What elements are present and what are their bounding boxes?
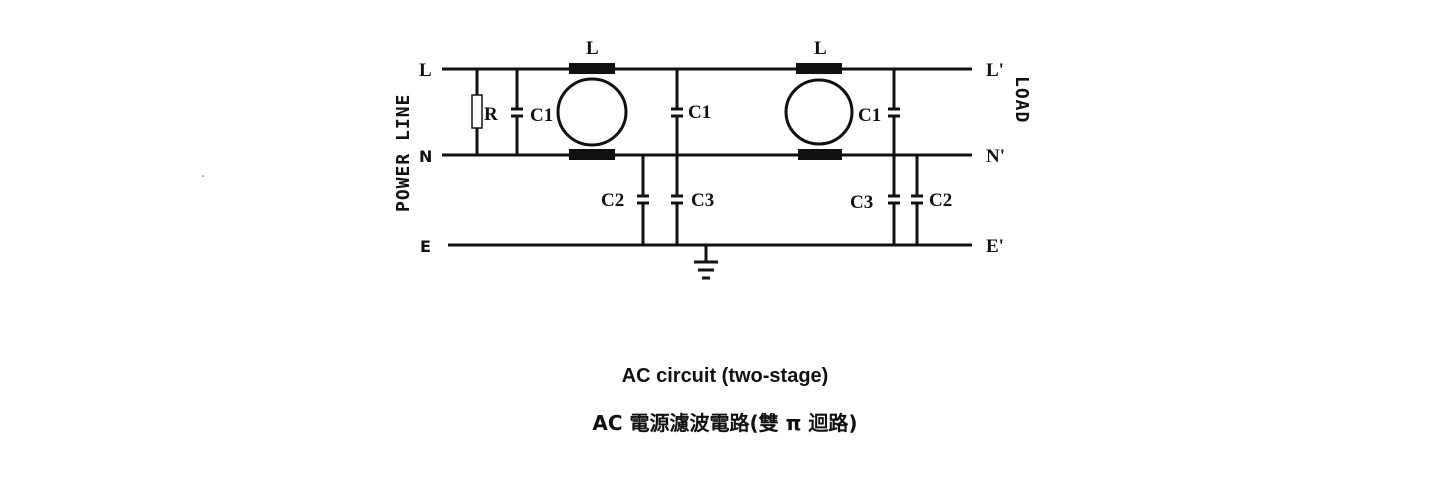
emi-filter-circuit-diagram: L N E L' N' E' POWER LINE LOAD R L L C1 … xyxy=(202,38,1032,280)
label-c1-output: C1 xyxy=(858,105,881,126)
side-label-load: LOAD xyxy=(1011,76,1032,123)
terminal-label-e: E xyxy=(420,237,431,256)
label-c1-input: C1 xyxy=(530,105,553,126)
choke-2-winding-bottom xyxy=(798,149,842,160)
capacitor-c1-middle xyxy=(671,69,683,155)
choke-1-winding-top xyxy=(569,63,615,74)
caption-chinese: AC 電源濾波電路(雙 π 迴路) xyxy=(592,411,858,435)
terminal-label-e-prime: E' xyxy=(986,236,1004,257)
capacitor-c3-left xyxy=(671,155,683,245)
label-c3-right: C3 xyxy=(850,192,873,213)
terminal-label-l-prime: L' xyxy=(986,60,1004,81)
choke-1-winding-bottom xyxy=(569,149,615,160)
label-c3-left: C3 xyxy=(691,190,714,211)
caption-english: AC circuit (two-stage) xyxy=(621,365,829,387)
label-c2-left: C2 xyxy=(601,190,624,211)
label-resistor-r: R xyxy=(484,104,498,125)
choke-2 xyxy=(784,63,854,160)
label-inductor-1: L xyxy=(586,38,599,59)
stray-dot xyxy=(202,175,204,177)
choke-2-core xyxy=(784,78,854,146)
choke-1-core xyxy=(556,77,628,147)
choke-2-winding-top xyxy=(796,63,842,74)
capacitor-c1-input xyxy=(511,69,523,155)
label-c1-middle: C1 xyxy=(688,102,711,123)
choke-1 xyxy=(556,63,628,160)
terminal-label-n: N xyxy=(419,147,432,166)
capacitor-c2-right xyxy=(911,155,923,245)
ground-symbol xyxy=(694,245,718,280)
bus-lines xyxy=(442,67,972,247)
terminal-label-l: L xyxy=(419,60,432,81)
capacitor-c2-left xyxy=(637,155,649,245)
capacitor-c1-output xyxy=(888,69,900,155)
label-inductor-2: L xyxy=(814,38,827,59)
resistor-r xyxy=(471,69,483,155)
side-label-power-line: POWER LINE xyxy=(393,94,414,212)
capacitor-c3-right xyxy=(888,155,900,245)
terminal-label-n-prime: N' xyxy=(986,146,1005,167)
label-c2-right: C2 xyxy=(929,190,952,211)
